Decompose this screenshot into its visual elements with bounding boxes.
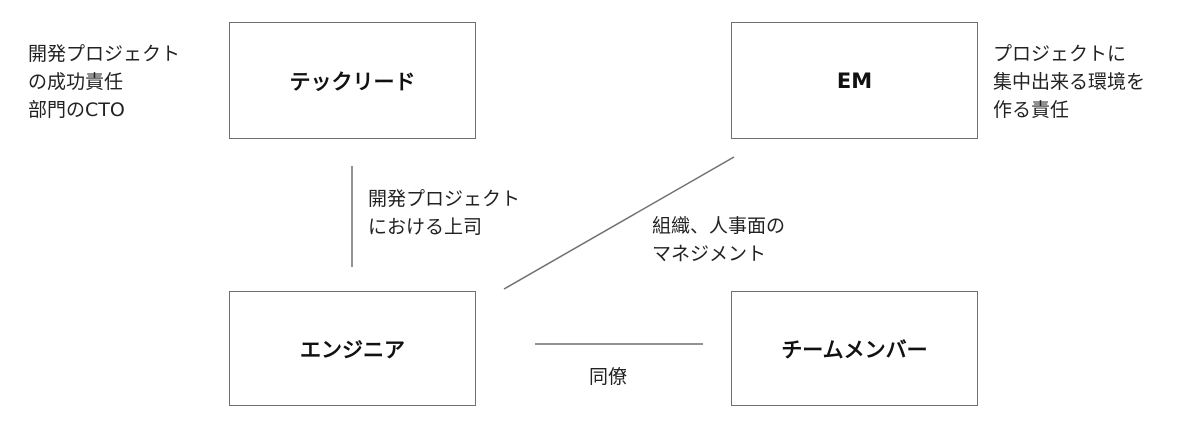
team-member-label: チームメンバー [781, 337, 928, 362]
note-line: の成功責任 [28, 71, 124, 93]
relation-line: 開発プロジェクト [368, 188, 521, 210]
relation-line: マネジメント [652, 243, 767, 265]
relation-line: における上司 [368, 216, 483, 238]
note-line: プロジェクトに [993, 43, 1127, 65]
techlead-label: テックリード [289, 69, 416, 94]
techlead-responsibility-note: 開発プロジェクト の成功責任 部門のCTO [28, 40, 180, 124]
techlead-engineer-relation-label: 開発プロジェクト における上司 [368, 185, 520, 241]
note-line: 作る責任 [993, 99, 1070, 121]
em-engineer-relation-label: 組織、人事面の マネジメント [652, 212, 785, 268]
em-responsibility-note: プロジェクトに 集中出来る環境を 作る責任 [993, 40, 1145, 124]
engineer-box: エンジニア [229, 291, 476, 406]
note-line: 部門のCTO [28, 99, 125, 121]
techlead-box: テックリード [229, 22, 476, 139]
relation-line: 組織、人事面の [652, 215, 786, 237]
relation-line: 同僚 [589, 366, 628, 388]
em-box: EM [731, 22, 978, 139]
em-label: EM [836, 68, 873, 93]
note-line: 集中出来る環境を [993, 71, 1146, 93]
engineer-member-relation-label: 同僚 [589, 363, 627, 391]
engineer-label: エンジニア [300, 337, 405, 362]
team-member-box: チームメンバー [731, 291, 978, 406]
note-line: 開発プロジェクト [28, 43, 181, 65]
